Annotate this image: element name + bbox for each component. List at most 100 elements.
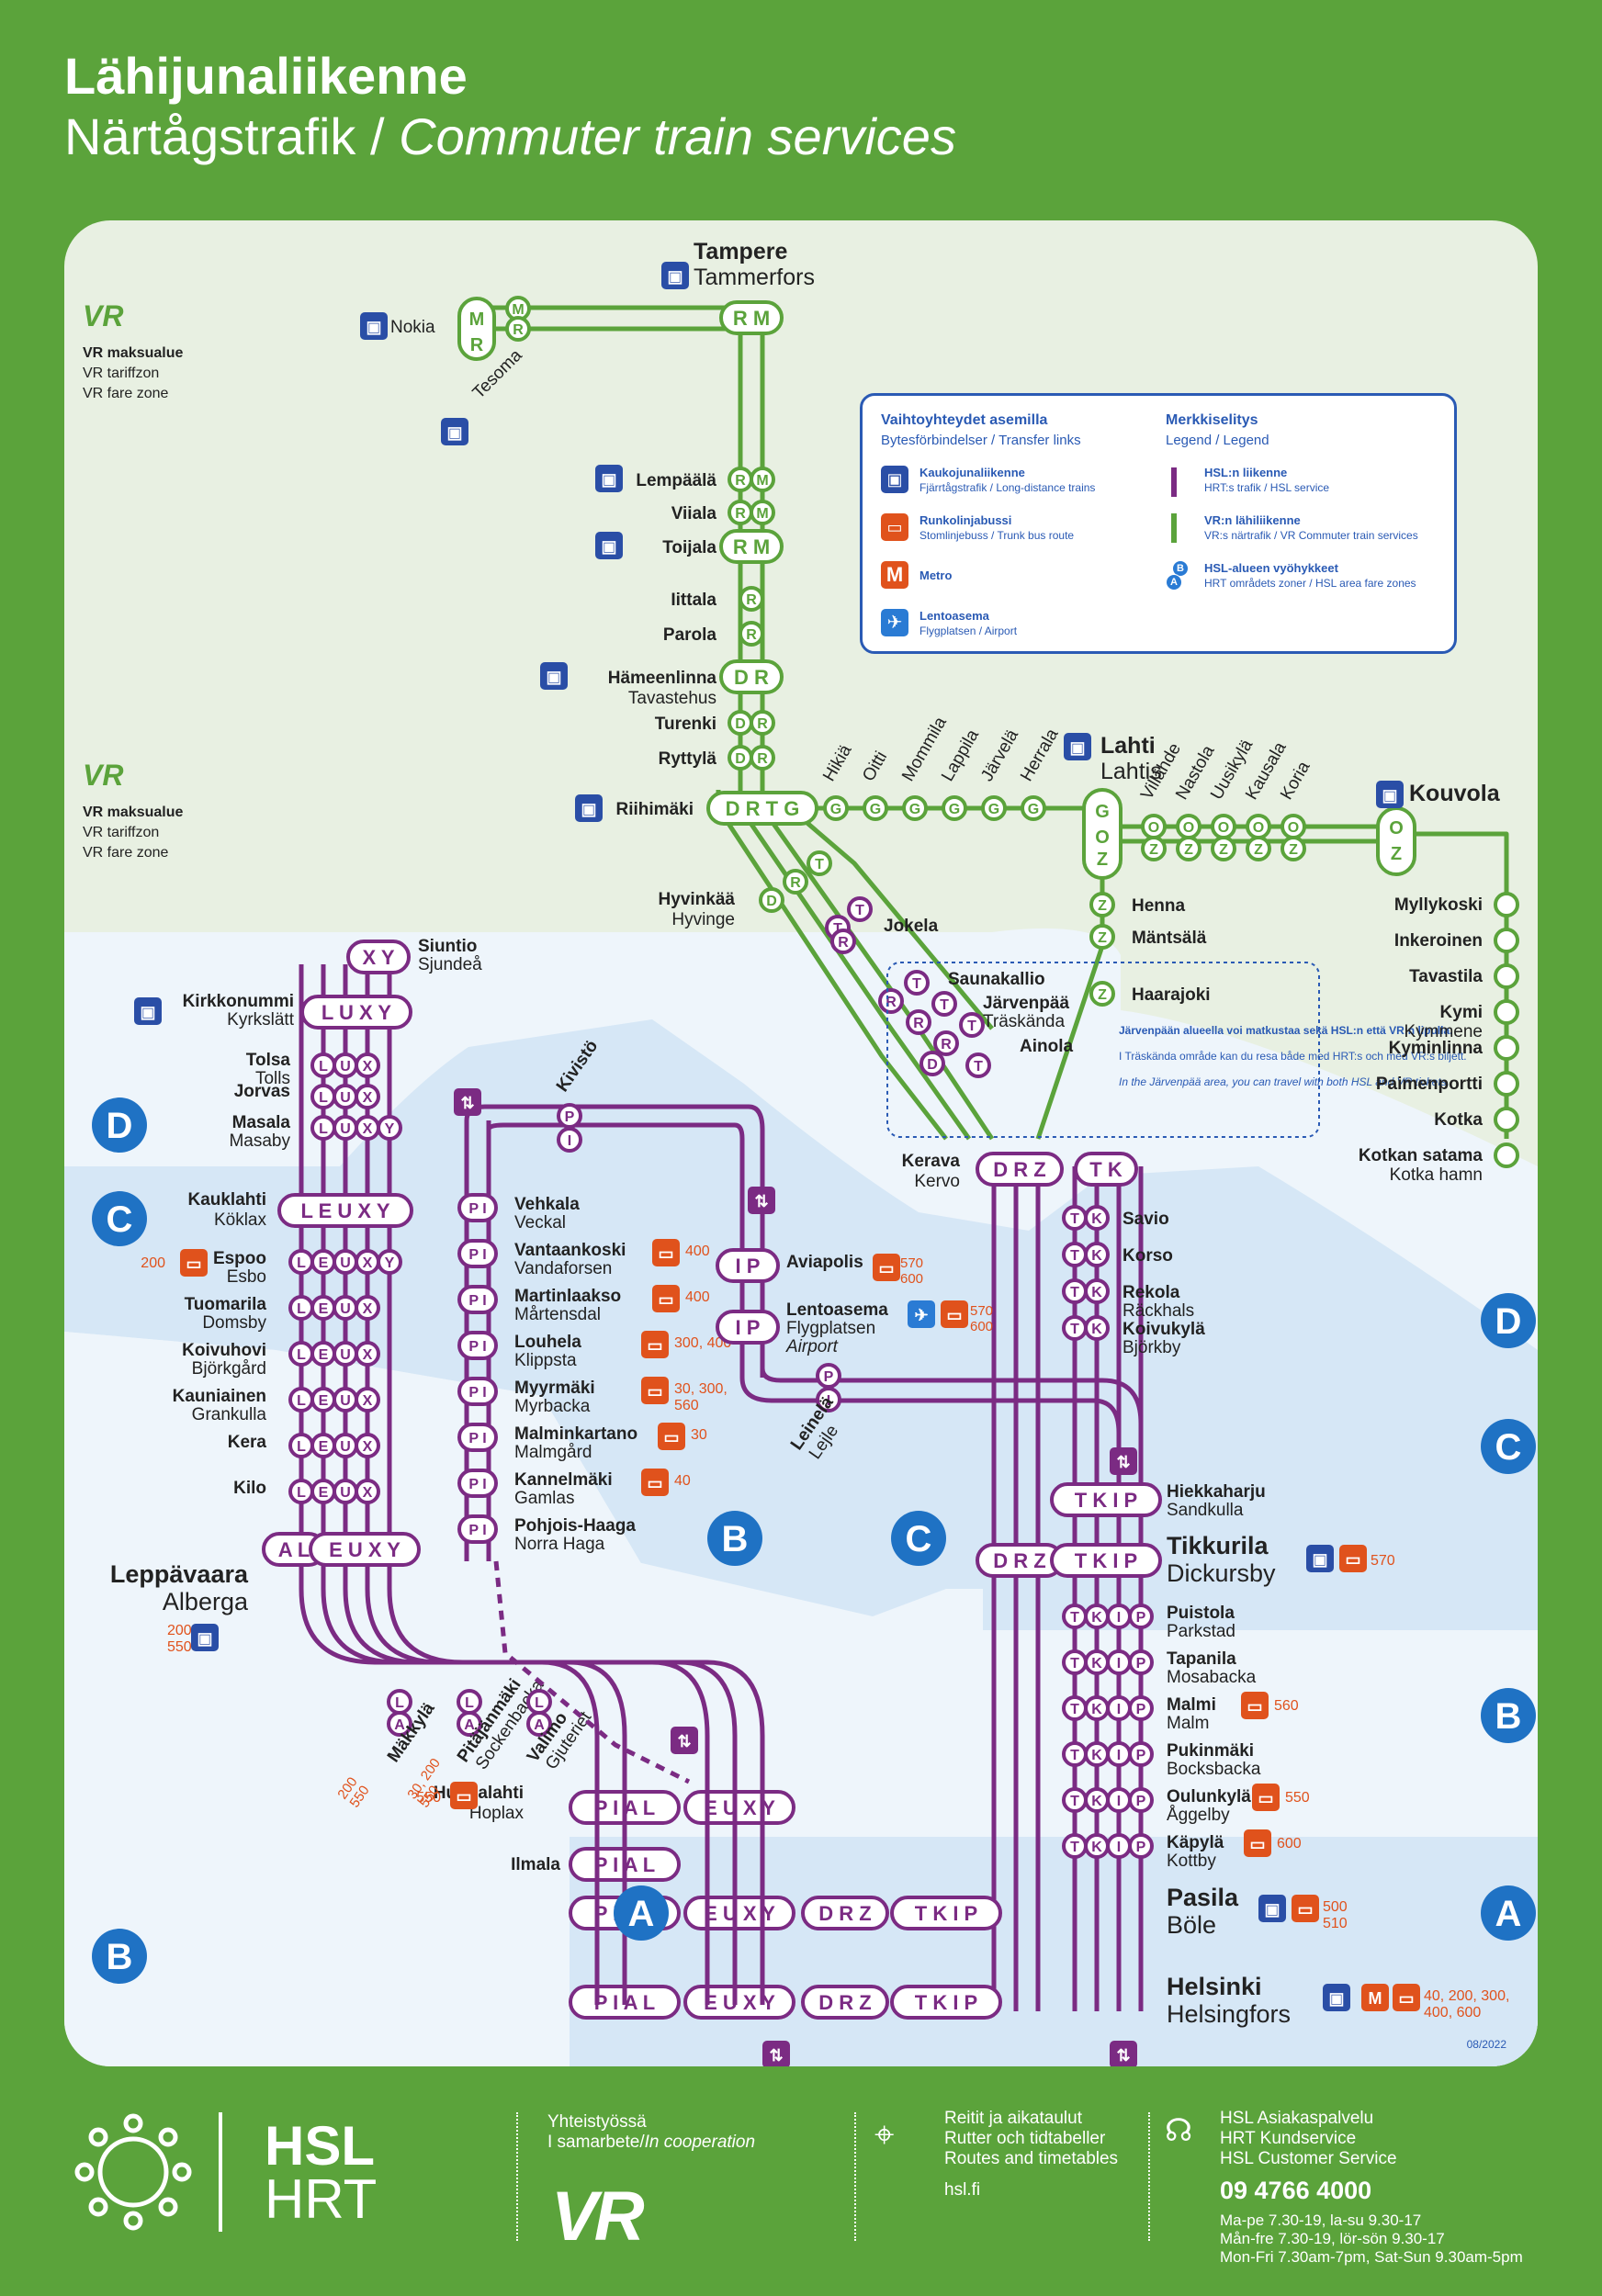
hsl-sun-logo [74,2113,192,2231]
station-label: 30, 300,560 [674,1381,728,1413]
station-label: Järvenpään alueella voi matkustaa sekä H… [1119,1024,1452,1037]
station-marker [1084,1278,1110,1304]
station-label: O [1095,827,1110,848]
station-marker [759,887,784,913]
route-code: D [735,716,746,732]
route-code: I [1117,1656,1121,1671]
station-marker [1089,892,1115,917]
bus-icon [652,1239,680,1266]
route-code: L [319,1121,328,1137]
station-label: Haarajoki [1132,985,1211,1005]
station-marker [457,1331,498,1360]
route-code: R [757,751,768,767]
train-icon [360,312,388,340]
station-marker [965,1052,991,1078]
station-marker [823,795,849,821]
station-label: Ilmala [511,1855,560,1874]
route-code: Z [1254,842,1263,858]
route-code: K [1091,1610,1102,1626]
hsl-icon [1110,2041,1137,2066]
station-marker [355,1295,380,1321]
route-codes: T K I P [915,1991,977,2014]
station-label: 550 [1285,1790,1310,1806]
route-code: M [512,302,524,318]
train-icon [441,418,468,445]
station-label: Siuntio [418,937,477,956]
route-codes: I P [736,1316,761,1339]
station-marker [750,467,775,492]
zone-c-area [64,1019,1538,1635]
bus-icon [1244,1829,1271,1857]
station-label: Hämeenlinna [608,669,717,688]
station-marker [976,1152,1064,1187]
rail-line [387,1534,765,2005]
station-marker [1084,1205,1110,1231]
route-code: T [1070,1794,1079,1809]
hsl-glyph: ⇅ [769,2046,783,2065]
route-code: Z [1149,842,1158,858]
station-label: 400 [685,1289,710,1305]
route-code: X [363,1347,373,1363]
station-label: Aviapolis [786,1253,863,1272]
station-label: Kera [228,1433,267,1452]
station-marker [355,1433,380,1458]
station-label: Helsinki [1167,1973,1262,2000]
station-label: Veckal [514,1213,566,1232]
jarvenpaa-note-box [886,962,1320,1138]
station-marker [931,991,957,1017]
station-label: Malminkartano [514,1424,637,1444]
station-label: Tolsa [246,1051,291,1070]
route-code: P [1136,1840,1146,1855]
station-marker [902,795,928,821]
station-label: VR fare zone [83,845,168,861]
station-marker [1141,836,1167,861]
route-code: T [1070,1211,1079,1227]
station-label: Vandaforsen [514,1259,612,1278]
station-marker [981,795,1007,821]
station-label: Viiala [671,504,717,523]
station-marker [1494,999,1519,1025]
route-code: R [913,1016,924,1031]
station-marker [1050,1543,1162,1578]
route-code: D [766,894,777,909]
station-label: Sandkulla [1167,1501,1244,1520]
routes-link[interactable]: hsl.fi [944,2180,981,2200]
station-label: R [470,335,484,355]
station-label: Henna [1132,896,1186,916]
station-label: Järvenpää [983,994,1069,1013]
station-label: Kymi [1440,1003,1483,1022]
train-glyph: ▣ [1264,1900,1280,1919]
train-icon [191,1624,219,1651]
phone-number[interactable]: 09 4766 4000 [1220,2177,1372,2204]
station-marker [933,1030,959,1056]
train-icon [1323,1984,1350,2011]
route-code: I [827,1393,830,1409]
station-marker [505,316,531,342]
route-code: I [1117,1794,1121,1809]
route-codes: R M [733,535,770,558]
route-code: T [1070,1702,1079,1717]
station-marker [1089,981,1115,1007]
station-marker [683,1790,795,1825]
station-label: 400 [685,1244,710,1259]
station-label: Ainola [1020,1037,1073,1056]
station-label: P I [468,1431,486,1446]
zone-d-badge [92,1097,147,1153]
footer-divider-3 [1148,2112,1152,2241]
legend-transfer-title: Vaihtoyhteydet asemilla [881,412,1048,428]
route-code: X [363,1090,373,1106]
station-marker [355,1387,380,1412]
route-code: L [297,1393,306,1409]
station-label: Böle [1167,1911,1216,1939]
station-label: Z [1097,850,1108,870]
station-label: Domsby [202,1313,266,1333]
station-marker [1494,892,1519,917]
hsl-icon [671,1727,698,1754]
route-code: U [340,1121,351,1137]
route-code: X [363,1059,373,1075]
route-code: Z [1098,987,1107,1003]
station-label: Pukinmäki [1167,1741,1254,1761]
route-code: L [297,1485,306,1501]
station-label: Myllykoski [1394,895,1483,915]
route-code: R [941,1037,952,1052]
